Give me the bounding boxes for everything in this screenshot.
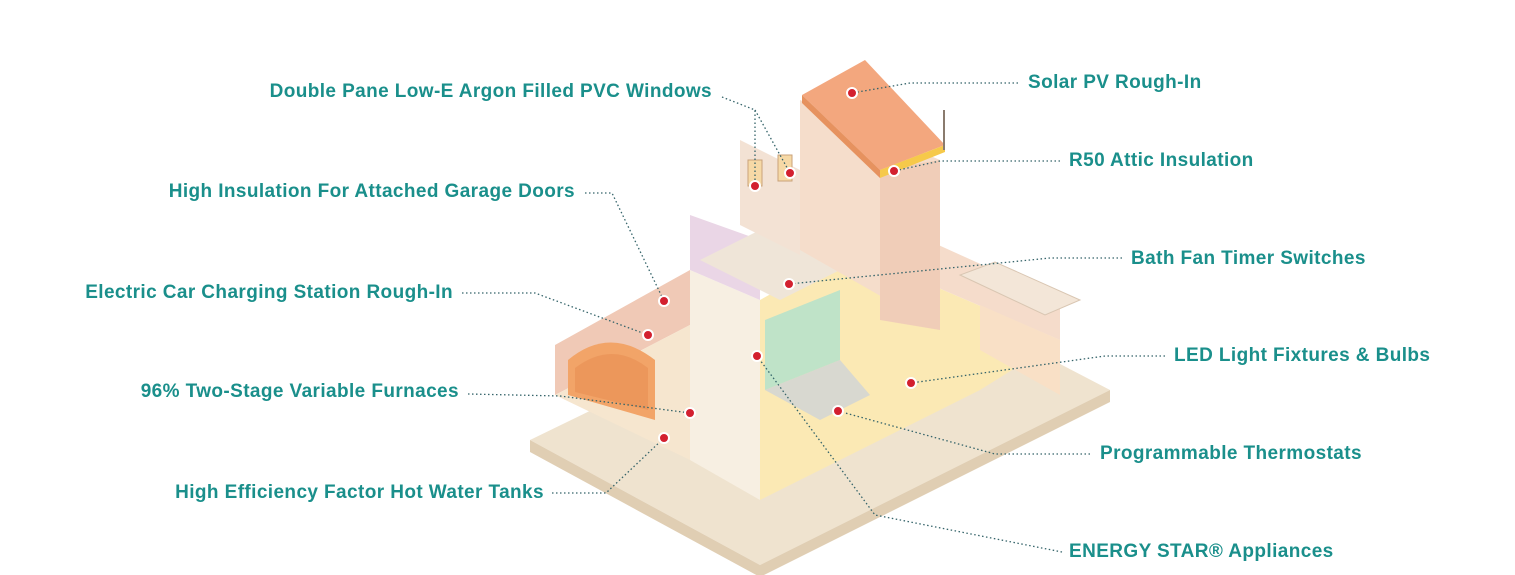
solar-roof xyxy=(802,60,945,170)
label-windows: Double Pane Low-E Argon Filled PVC Windo… xyxy=(269,81,712,102)
lower-left-wall xyxy=(690,270,760,500)
marker-thermostats xyxy=(832,405,844,417)
leader-led xyxy=(910,355,1165,384)
marker-energy-star xyxy=(751,350,763,362)
marker-car-charging xyxy=(642,329,654,341)
label-car-charging: Electric Car Charging Station Rough-In xyxy=(85,282,453,303)
kitchen-wall xyxy=(765,290,840,390)
label-garage-doors: High Insulation For Attached Garage Door… xyxy=(168,181,575,202)
leader-attic xyxy=(893,160,1060,172)
leader-solar xyxy=(851,82,1018,94)
garage-door-shade xyxy=(575,354,648,410)
label-thermostats: Programmable Thermostats xyxy=(1100,443,1362,464)
marker-windows-2 xyxy=(784,167,796,179)
pergola xyxy=(958,261,1082,316)
leader-car-charging xyxy=(462,292,649,336)
label-furnaces: 96% Two-Stage Variable Furnaces xyxy=(140,381,459,402)
solar-roof-edge xyxy=(802,95,880,178)
ground-slab-edge xyxy=(530,390,1110,575)
label-hot-water: High Efficiency Factor Hot Water Tanks xyxy=(175,482,544,503)
marker-attic xyxy=(888,165,900,177)
living-side-wall xyxy=(980,305,1060,395)
label-led: LED Light Fixtures & Bulbs xyxy=(1174,345,1431,366)
marker-hot-water xyxy=(658,432,670,444)
marker-garage-doors xyxy=(658,295,670,307)
marker-bath-fan xyxy=(783,278,795,290)
roof-front-wall xyxy=(880,160,940,330)
marker-windows-1 xyxy=(749,180,761,192)
label-attic: R50 Attic Insulation xyxy=(1069,150,1254,171)
leader-furnaces xyxy=(467,393,691,414)
markers xyxy=(642,87,917,444)
leader-windows-2 xyxy=(754,109,791,174)
marker-solar xyxy=(846,87,858,99)
label-solar: Solar PV Rough-In xyxy=(1028,72,1202,93)
leader-lines xyxy=(462,82,1165,553)
marker-led xyxy=(905,377,917,389)
leader-garage-doors xyxy=(585,192,665,302)
kitchen-counter xyxy=(765,360,870,420)
leader-bath-fan xyxy=(788,257,1122,285)
marker-furnaces xyxy=(684,407,696,419)
label-bath-fan: Bath Fan Timer Switches xyxy=(1131,248,1366,269)
label-energy-star: ENERGY STAR® Appliances xyxy=(1069,541,1334,562)
